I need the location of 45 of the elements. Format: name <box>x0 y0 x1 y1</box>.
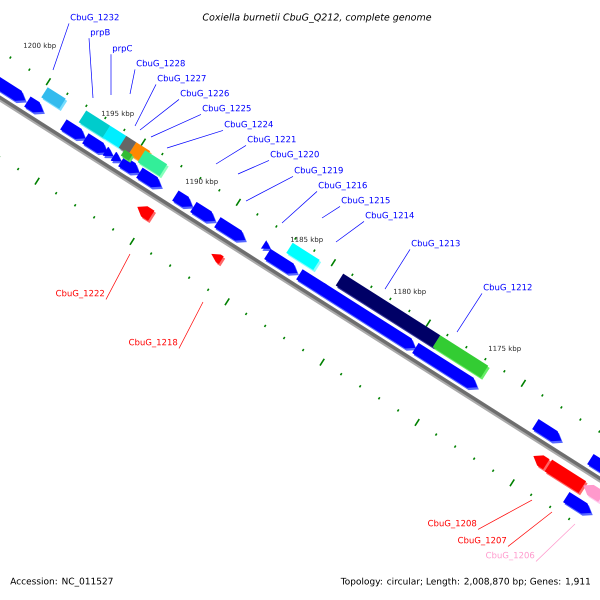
gene-label: prpC <box>112 44 132 54</box>
gene-label: CbuG_1221 <box>248 136 296 144</box>
gene-label: CbuG_1208 <box>428 520 476 528</box>
gene-label: CbuG_1224 <box>224 120 273 130</box>
gene-label: CbuG_1220 <box>270 150 319 160</box>
gene-label: CbuG_1207 <box>458 536 506 546</box>
gene-label: CbuG_1219 <box>294 166 343 176</box>
gene-label: CbuG_1218 <box>129 338 178 348</box>
gene-label: CbuG_1214 <box>366 212 414 220</box>
gene-label: CbuG_1222 <box>56 290 104 298</box>
leader-line <box>246 176 294 202</box>
gene-label: CbuG_1225 <box>202 104 251 114</box>
leader-line <box>110 54 112 96</box>
gene-label: CbuG_1228 <box>136 60 185 68</box>
title: Coxiella burnetii CbuG_Q212, complete genome <box>202 13 432 23</box>
gene-label: prpB <box>90 29 110 37</box>
gene-label: CbuG_1212 <box>484 284 532 292</box>
gene-label: CbuG_1226 <box>180 90 229 98</box>
leader-line <box>52 23 70 70</box>
gene-label: CbuG_1232 <box>70 14 119 22</box>
gene-label: CbuG_1206 <box>486 552 534 560</box>
leader-line <box>282 191 318 224</box>
gene-label: CbuG_1227 <box>158 74 206 84</box>
leader-line <box>216 145 246 164</box>
leader-line <box>336 221 364 242</box>
leader-line <box>384 249 410 290</box>
leader-line <box>134 84 156 126</box>
leader-line <box>106 254 130 300</box>
leader-line <box>166 130 224 148</box>
gene-label: CbuG_1215 <box>342 196 390 206</box>
leader-line <box>536 524 576 562</box>
leader-line <box>150 114 202 138</box>
leader-line <box>508 512 552 547</box>
leader-line <box>322 206 340 218</box>
gene-label: CbuG_1213 <box>412 240 460 248</box>
leader-line <box>478 500 532 530</box>
leader-line <box>178 302 204 349</box>
gene-label: CbuG_1216 <box>318 182 367 190</box>
leader-line <box>456 293 482 332</box>
leader-line <box>88 38 94 98</box>
info-text: Topology: circular; Length: 2,008,870 bp; Genes: 1,911 <box>340 578 590 586</box>
info-text: Accession: NC_011527 <box>10 578 113 586</box>
leader-line <box>140 99 180 130</box>
leader-line <box>130 69 136 94</box>
leader-line <box>238 160 270 174</box>
